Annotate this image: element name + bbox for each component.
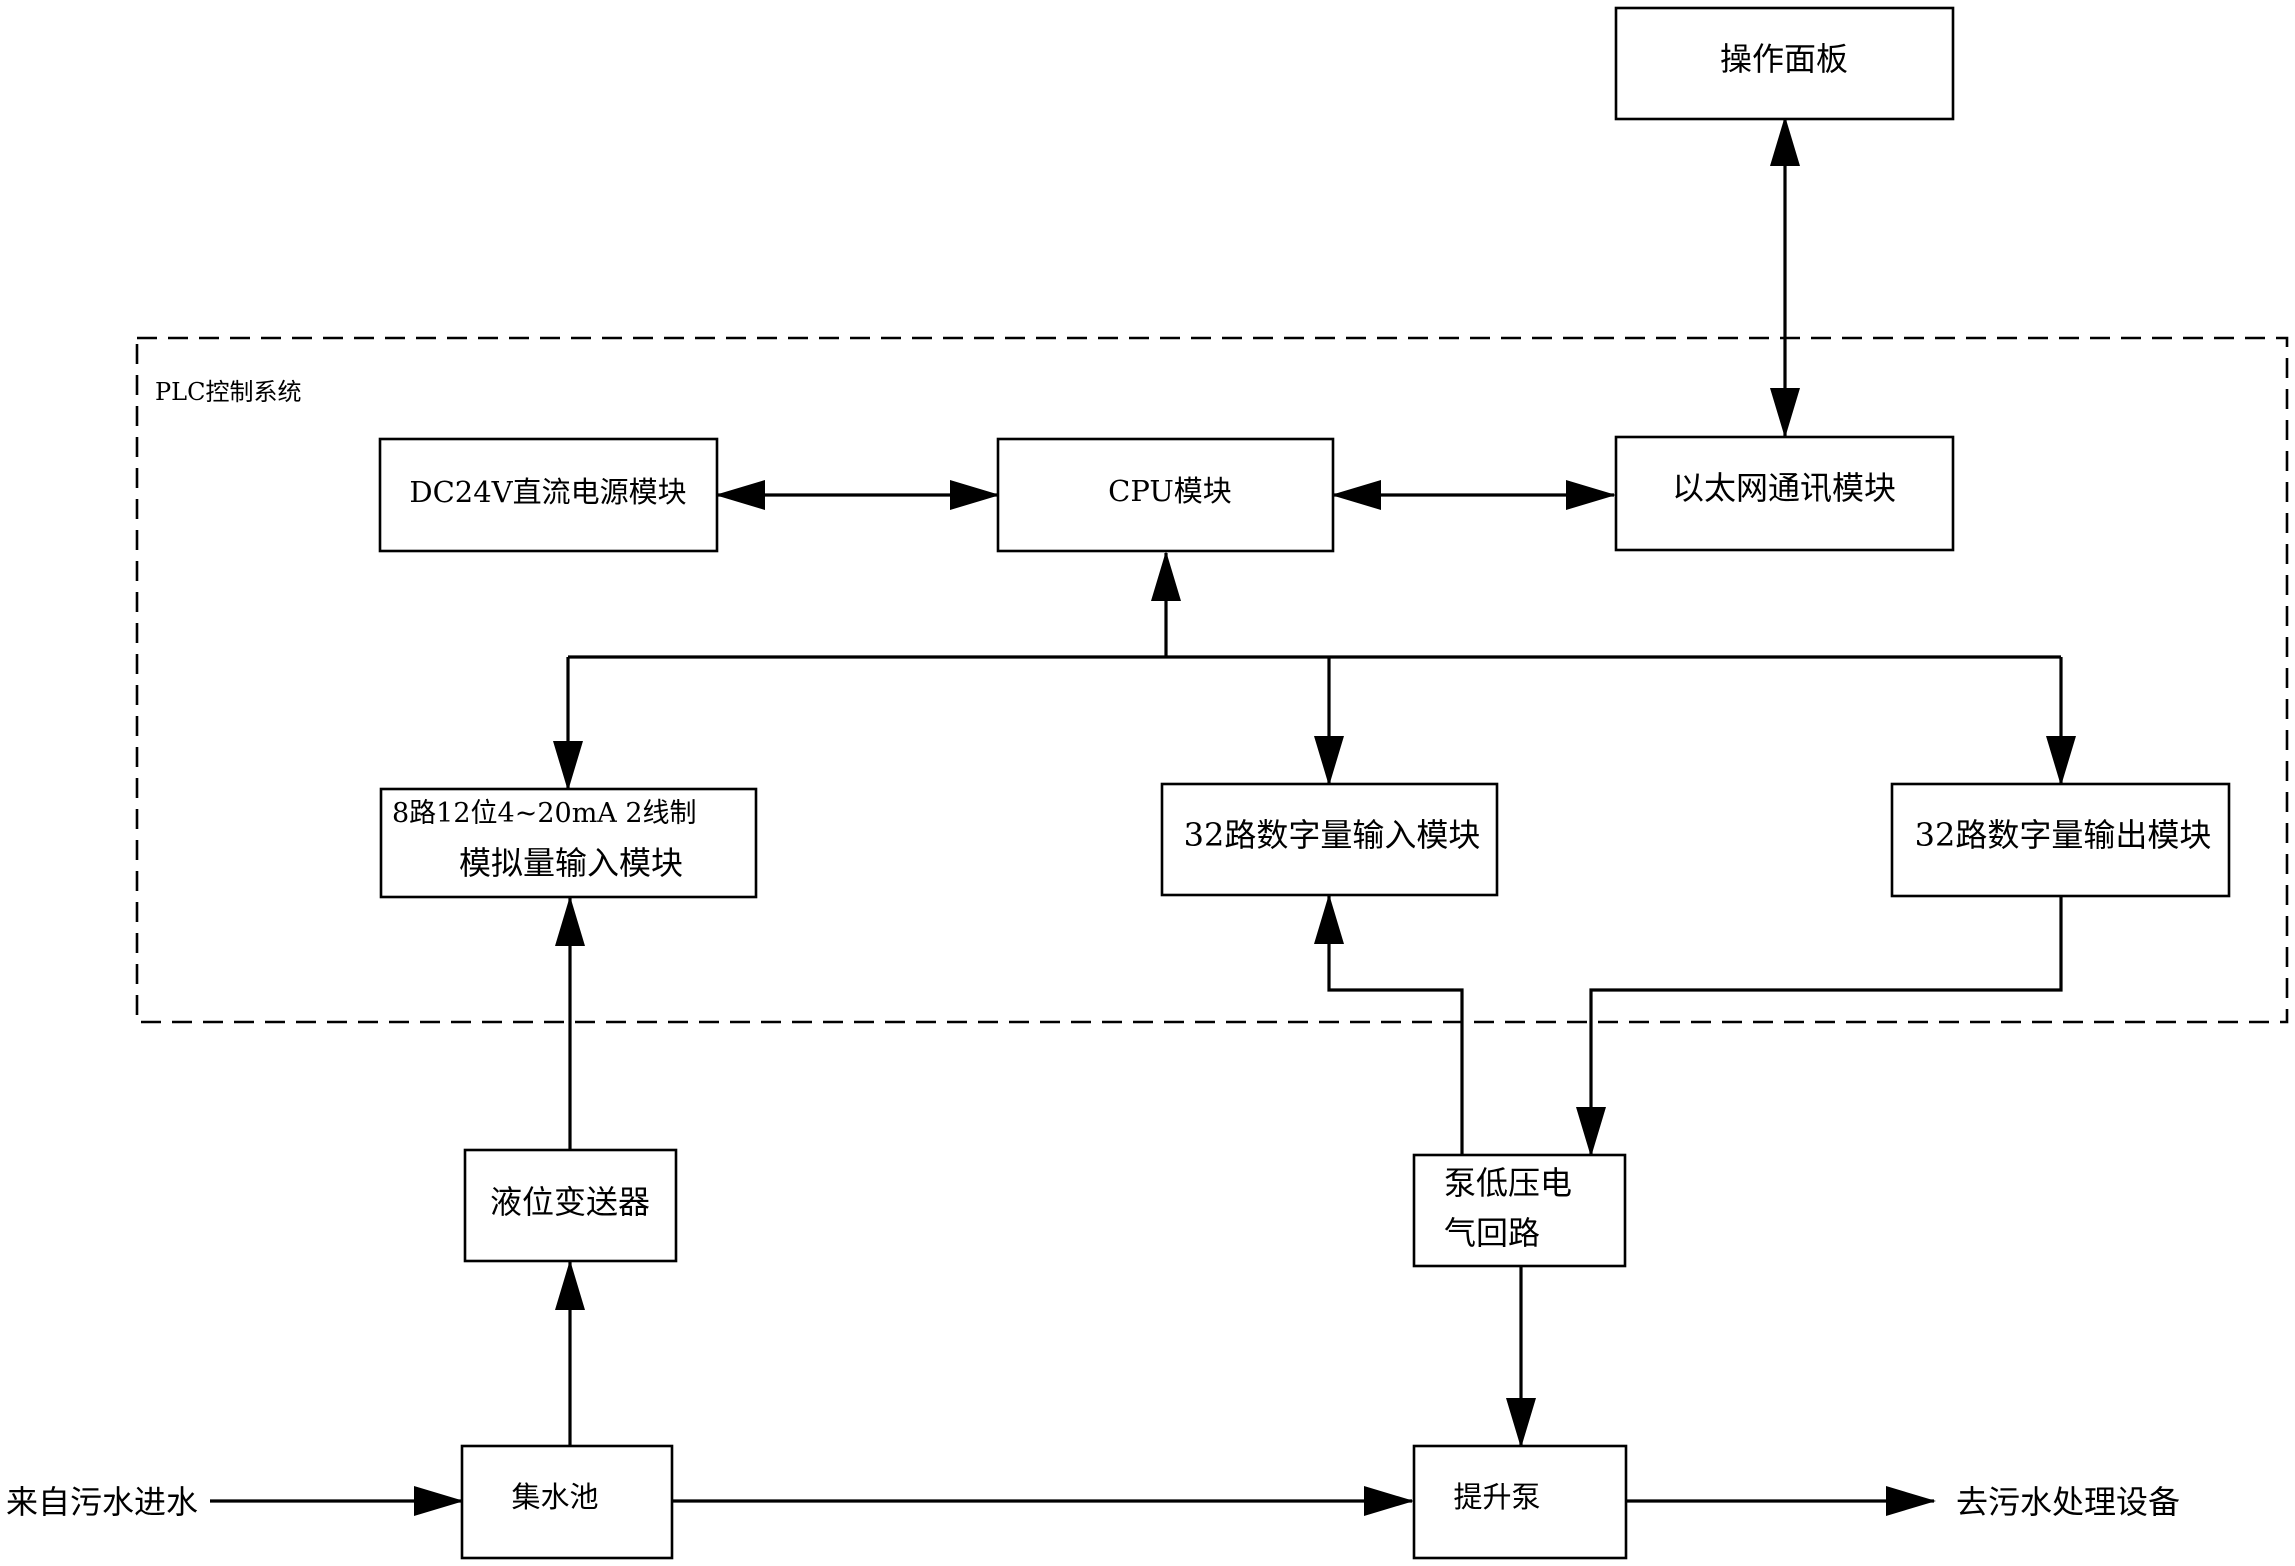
operation-panel-node: 操作面板: [1614, 6, 1955, 121]
link-digital-output-pump-circuit: [1576, 897, 2063, 1157]
power-module-node: DC24V直流电源模块: [378, 437, 719, 553]
digital-input-module-node: 32路数字量输入模块: [1160, 782, 1499, 897]
ethernet-module-box: [1614, 435, 1955, 552]
lift-pump-label: 提升泵: [1453, 1480, 1540, 1514]
connections: [210, 116, 2076, 1516]
ethernet-module-node: 以太网通讯模块: [1614, 435, 1955, 552]
cpu-module-node: CPU模块: [996, 437, 1335, 553]
plc-control-system-frame: PLC控制系统: [135, 336, 2289, 1024]
link-pump-circuit-digital-input: [1314, 894, 1464, 1155]
power-module-box: [378, 437, 719, 553]
level-transmitter-label: 液位变送器: [490, 1183, 650, 1221]
operation-panel-label: 操作面板: [1720, 40, 1848, 78]
digital-input-module-label: 32路数字量输入模块: [1184, 816, 1481, 854]
analog-input-module-label-line2: 模拟量输入模块: [459, 844, 683, 882]
lift-pump-node: 提升泵: [1412, 1444, 1628, 1560]
level-transmitter-node: 液位变送器: [463, 1148, 678, 1263]
plc-system-label: PLC控制系统: [155, 378, 301, 406]
digital-output-module-box: [1890, 782, 2231, 898]
inlet-label: 来自污水进水: [6, 1483, 198, 1521]
plc-system-boundary: [135, 336, 2289, 1024]
lift-pump-box: [1412, 1444, 1628, 1560]
outlet-label: 去污水处理设备: [1956, 1483, 2180, 1521]
power-module-label: DC24V直流电源模块: [409, 475, 686, 509]
cpu-module-label: CPU模块: [1108, 474, 1232, 508]
digital-output-module-node: 32路数字量输出模块: [1890, 782, 2231, 898]
cpu-module-box: [996, 437, 1335, 553]
pump-circuit-box: [1412, 1153, 1627, 1268]
digital-output-module-label: 32路数字量输出模块: [1915, 816, 2212, 854]
level-transmitter-box: [463, 1148, 678, 1263]
analog-input-module-node: 8路12位4~20mA 2线制 模拟量输入模块: [379, 787, 758, 899]
pump-circuit-label-line2: 气回路: [1444, 1214, 1540, 1252]
collection-tank-box: [460, 1444, 674, 1560]
ethernet-module-label: 以太网通讯模块: [1672, 469, 1896, 507]
analog-input-module-box: [379, 787, 758, 899]
digital-input-module-box: [1160, 782, 1499, 897]
pump-circuit-node: 泵低压电 气回路: [1412, 1153, 1627, 1268]
pump-circuit-label-line1: 泵低压电: [1444, 1164, 1572, 1202]
collection-tank-label: 集水池: [511, 1480, 598, 1514]
collection-tank-node: 集水池: [460, 1444, 674, 1560]
operation-panel-box: [1614, 6, 1955, 121]
analog-input-module-label-line1: 8路12位4~20mA 2线制: [392, 798, 697, 829]
